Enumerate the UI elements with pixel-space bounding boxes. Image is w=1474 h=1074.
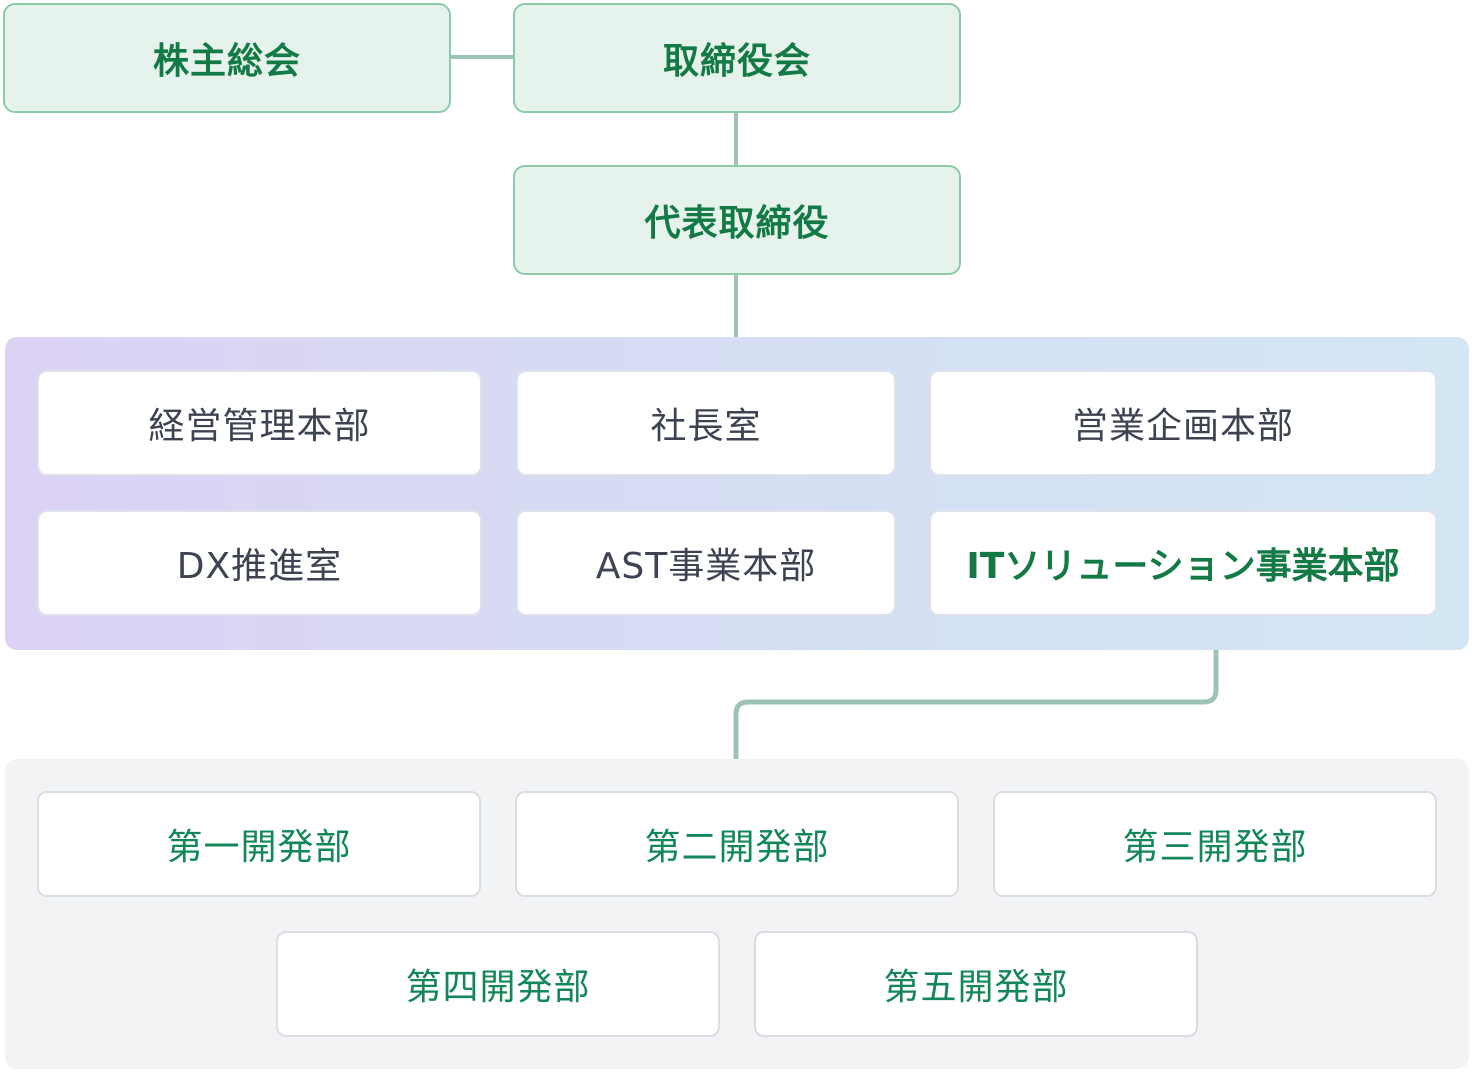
division-label: AST事業本部 xyxy=(595,546,817,587)
division-box: AST事業本部 xyxy=(516,510,896,616)
development-department-label: 第五開発部 xyxy=(883,967,1069,1008)
shareholders-meeting-label: 株主総会 xyxy=(152,41,301,82)
division-box: 経営管理本部 xyxy=(37,370,482,476)
board-of-directors-label: 取締役会 xyxy=(662,41,811,82)
division-label: 社長室 xyxy=(650,406,762,447)
development-department-box: 第二開発部 xyxy=(515,791,959,897)
board-of-directors-box: 取締役会 xyxy=(513,3,961,113)
division-label: 経営管理本部 xyxy=(148,406,371,447)
connector-board-representative xyxy=(734,112,738,167)
development-department-box: 第四開発部 xyxy=(276,931,720,1037)
connector-representative-divisions xyxy=(734,274,738,338)
division-box: 社長室 xyxy=(516,370,896,476)
development-department-box: 第一開発部 xyxy=(37,791,481,897)
connector-shareholders-board xyxy=(450,55,514,59)
representative-director-box: 代表取締役 xyxy=(513,165,961,275)
division-label: 営業企画本部 xyxy=(1071,406,1294,447)
division-box: DX推進室 xyxy=(37,510,482,616)
division-box-highlighted: ITソリューション事業本部 xyxy=(929,510,1437,616)
connector-it-solutions-development xyxy=(733,650,1219,760)
development-department-label: 第一開発部 xyxy=(166,827,352,868)
development-department-label: 第四開発部 xyxy=(405,967,591,1008)
division-label: ITソリューション事業本部 xyxy=(966,546,1400,587)
shareholders-meeting-box: 株主総会 xyxy=(3,3,451,113)
development-department-box: 第五開発部 xyxy=(754,931,1198,1037)
development-department-box: 第三開発部 xyxy=(993,791,1437,897)
representative-director-label: 代表取締役 xyxy=(644,203,830,244)
development-department-label: 第三開発部 xyxy=(1122,827,1308,868)
division-box: 営業企画本部 xyxy=(929,370,1437,476)
development-department-label: 第二開発部 xyxy=(644,827,830,868)
division-label: DX推進室 xyxy=(176,546,343,587)
